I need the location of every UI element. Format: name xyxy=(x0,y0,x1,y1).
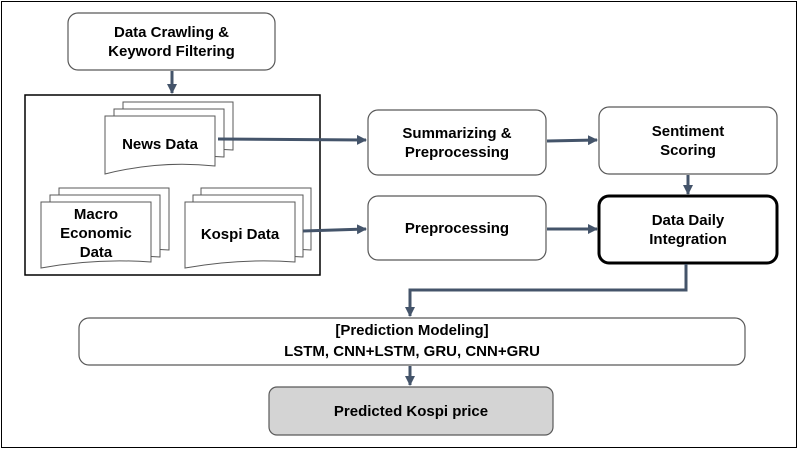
sentiment-node xyxy=(598,106,778,175)
summarizing-node xyxy=(367,109,547,176)
macro-data-document xyxy=(40,187,170,269)
integration-label: Data Daily Integration xyxy=(649,211,727,248)
arrow-integration-to-modeling xyxy=(405,264,688,317)
preprocessing-label: Preprocessing xyxy=(404,219,510,237)
modeling-title: [Prediction Modeling] xyxy=(335,322,489,339)
summarizing-label: Summarizing & Preprocessing xyxy=(402,124,512,161)
preprocessing-node xyxy=(367,195,547,261)
news-data-label: News Data xyxy=(122,135,198,153)
macro-data-label: Macro Economic Data xyxy=(60,205,132,261)
modeling-methods: LSTM, CNN+LSTM, GRU, CNN+GRU xyxy=(284,343,540,360)
news-data-document xyxy=(104,101,234,175)
sentiment-label: Sentiment Scoring xyxy=(651,122,725,159)
kospi-data-document xyxy=(184,187,312,269)
modeling-node xyxy=(78,317,746,366)
arrow-news-to-summarizing xyxy=(217,134,367,145)
arrow-summarizing-to-sentiment xyxy=(546,135,598,146)
kospi-data-label: Kospi Data xyxy=(200,225,280,243)
prediction-node xyxy=(268,386,554,436)
crawl-label: Data Crawling & Keyword Filtering xyxy=(108,23,235,60)
integration-node xyxy=(597,194,779,265)
prediction-label: Predicted Kospi price xyxy=(333,402,489,420)
arrow-kospi-to-preprocessing xyxy=(302,224,367,235)
crawl-node xyxy=(67,12,276,71)
